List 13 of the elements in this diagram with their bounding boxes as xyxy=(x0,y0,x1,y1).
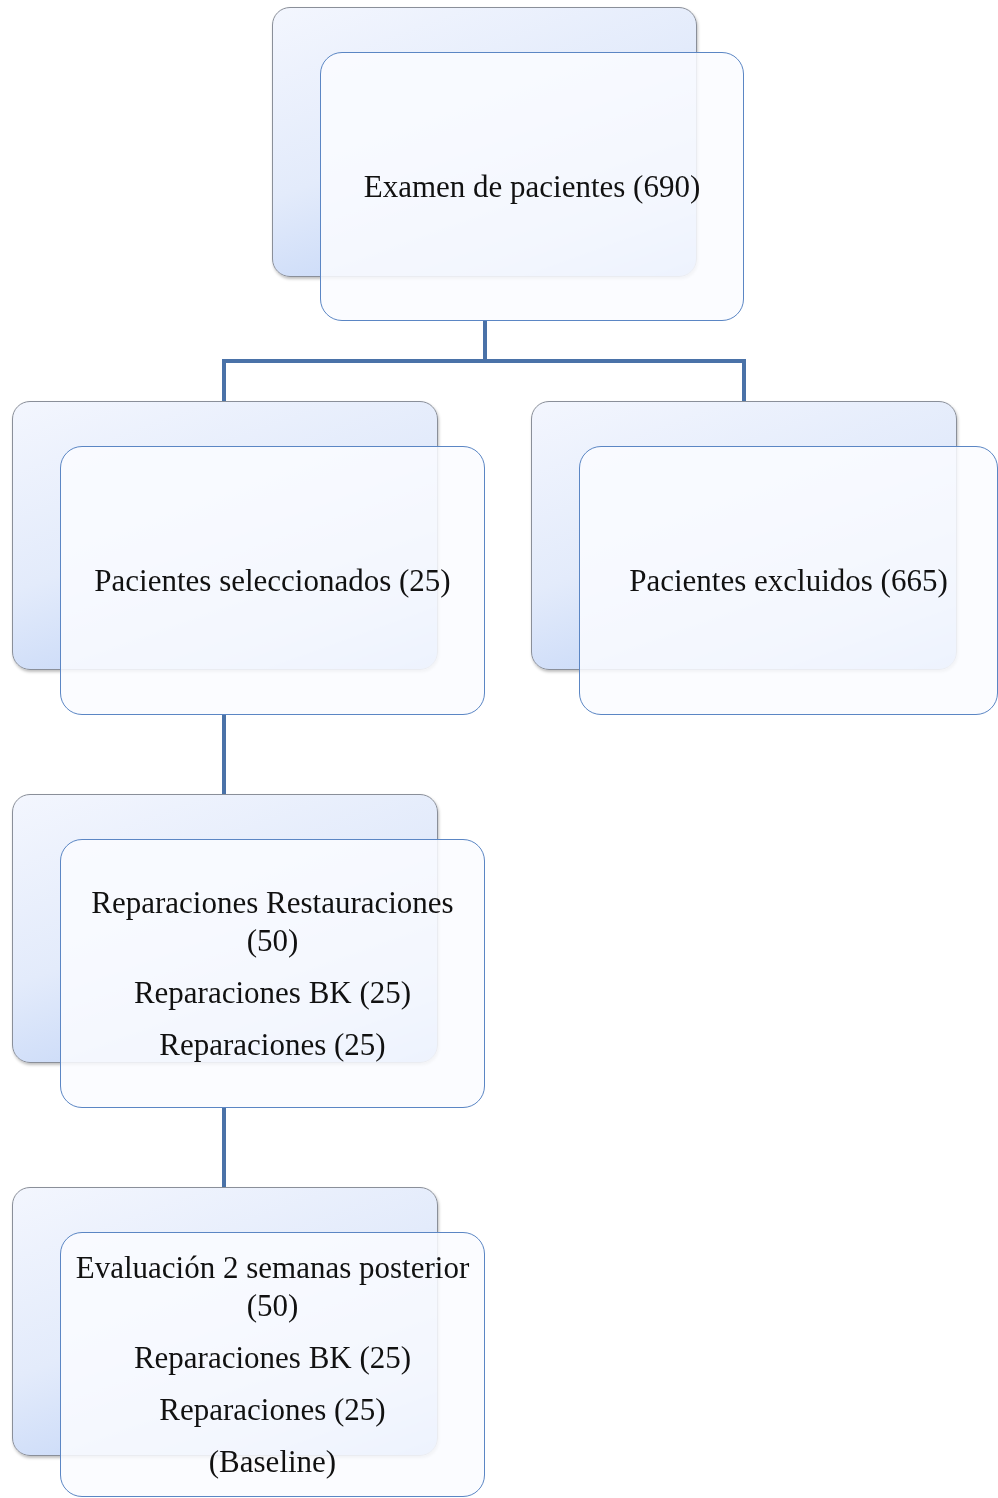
box-text: Reparaciones BK (25) xyxy=(133,1338,412,1377)
box-text: Reparaciones Restauraciones (50) xyxy=(90,883,455,960)
connector-line xyxy=(222,1108,226,1187)
box-text: Reparaciones (25) xyxy=(159,1025,386,1064)
connector-line xyxy=(222,715,226,794)
box-text: Pacientes seleccionados (25) xyxy=(94,561,451,600)
connector-line xyxy=(483,321,746,401)
box-text: (Baseline) xyxy=(208,1442,337,1481)
box-text: Pacientes excluidos (665) xyxy=(629,561,948,600)
box-text: Reparaciones BK (25) xyxy=(133,973,412,1012)
box-text: Examen de pacientes (690) xyxy=(363,167,701,206)
box-text: Reparaciones (25) xyxy=(159,1390,386,1429)
box-text: Evaluación 2 semanas posterior (50) xyxy=(74,1248,471,1325)
